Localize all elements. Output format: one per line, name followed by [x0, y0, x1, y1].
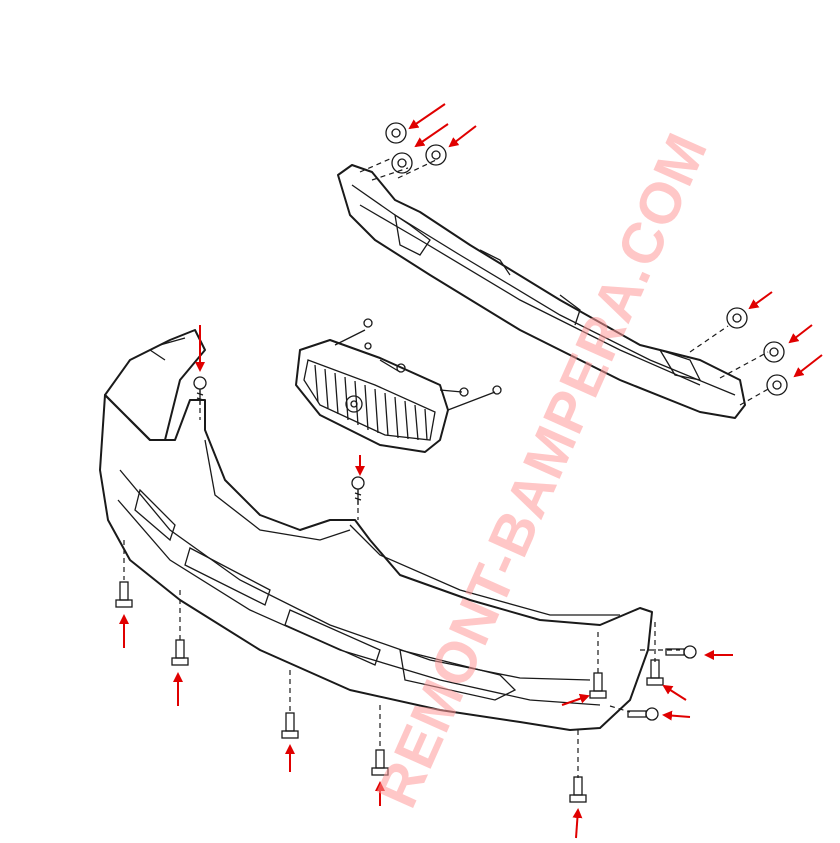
bolt-icon — [646, 659, 664, 686]
grille-emblem-icon — [345, 395, 363, 413]
screw-icon — [351, 476, 365, 505]
arrow-icon — [448, 125, 477, 148]
nut-icon — [385, 122, 407, 144]
bumper-bolts — [115, 376, 697, 803]
arrow-icon — [662, 710, 691, 721]
bumper-cover — [99, 329, 653, 731]
bumper-reinforcement-bar — [337, 157, 771, 419]
nut-icon — [425, 144, 447, 166]
reinforcement-nuts — [385, 122, 788, 396]
nut-icon — [766, 374, 788, 396]
bolt-icon — [281, 712, 299, 739]
bolt-icon — [115, 581, 133, 608]
fastener-arrows — [119, 103, 823, 839]
watermark-text: REMONT-BAMPERA.COM — [364, 123, 720, 816]
bolt-icon — [589, 672, 607, 699]
side-bolt-icon — [665, 645, 697, 659]
radiator-grille — [295, 318, 502, 453]
nut-icon — [763, 341, 785, 363]
arrow-icon — [793, 354, 823, 378]
arrow-icon — [561, 693, 590, 706]
screw-icon — [193, 376, 207, 405]
side-bolt-icon — [627, 707, 659, 721]
arrow-icon — [748, 291, 773, 310]
bolt-icon — [171, 639, 189, 666]
arrow-icon — [414, 123, 449, 148]
nut-icon — [726, 307, 748, 329]
bolt-icon — [569, 776, 587, 803]
arrow-icon — [408, 103, 446, 130]
bolt-icon — [371, 749, 389, 776]
arrow-icon — [572, 808, 583, 839]
arrow-icon — [788, 324, 813, 344]
nut-icon — [391, 152, 413, 174]
arrow-icon — [662, 684, 687, 701]
